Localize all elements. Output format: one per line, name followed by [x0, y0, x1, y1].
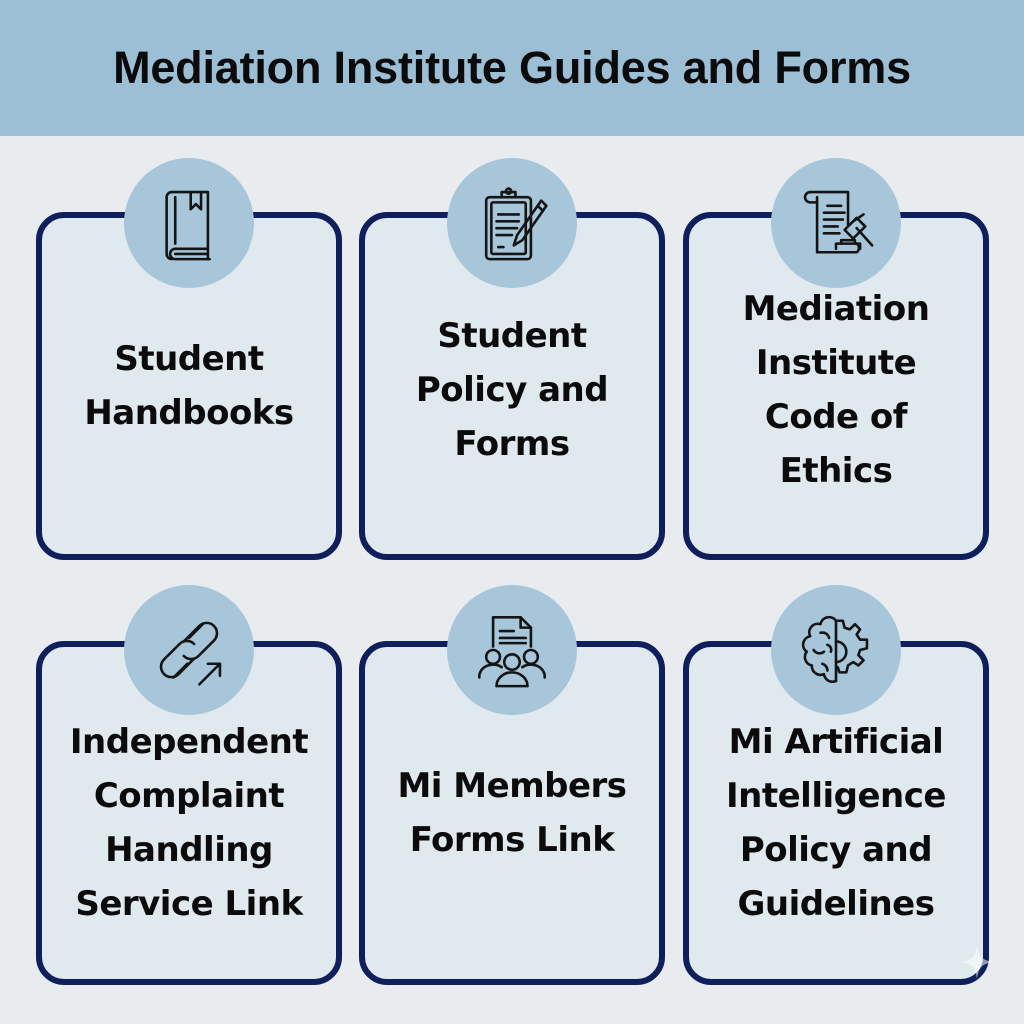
card-label: Mediation Institute Code of Ethics	[742, 289, 930, 491]
page-title: Mediation Institute Guides and Forms	[113, 42, 911, 93]
page-header: Mediation Institute Guides and Forms	[0, 0, 1024, 136]
card-code-of-ethics[interactable]: Mediation Institute Code of Ethics	[683, 212, 989, 560]
book-bookmark-icon	[124, 158, 254, 288]
clipboard-pen-icon	[447, 158, 577, 288]
chain-link-external-icon	[124, 585, 254, 715]
scroll-gavel-icon	[771, 158, 901, 288]
card-label: Mi Artificial Intelligence Policy and Gu…	[726, 722, 946, 924]
document-group-icon	[447, 585, 577, 715]
card-label: Independent Complaint Handling Service L…	[69, 722, 309, 924]
card-label: Student Policy and Forms	[415, 316, 609, 464]
brain-gear-icon	[771, 585, 901, 715]
sparkle-icon	[960, 945, 994, 979]
card-label: Student Handbooks	[84, 339, 294, 433]
card-label: Mi Members Forms Link	[397, 766, 627, 860]
